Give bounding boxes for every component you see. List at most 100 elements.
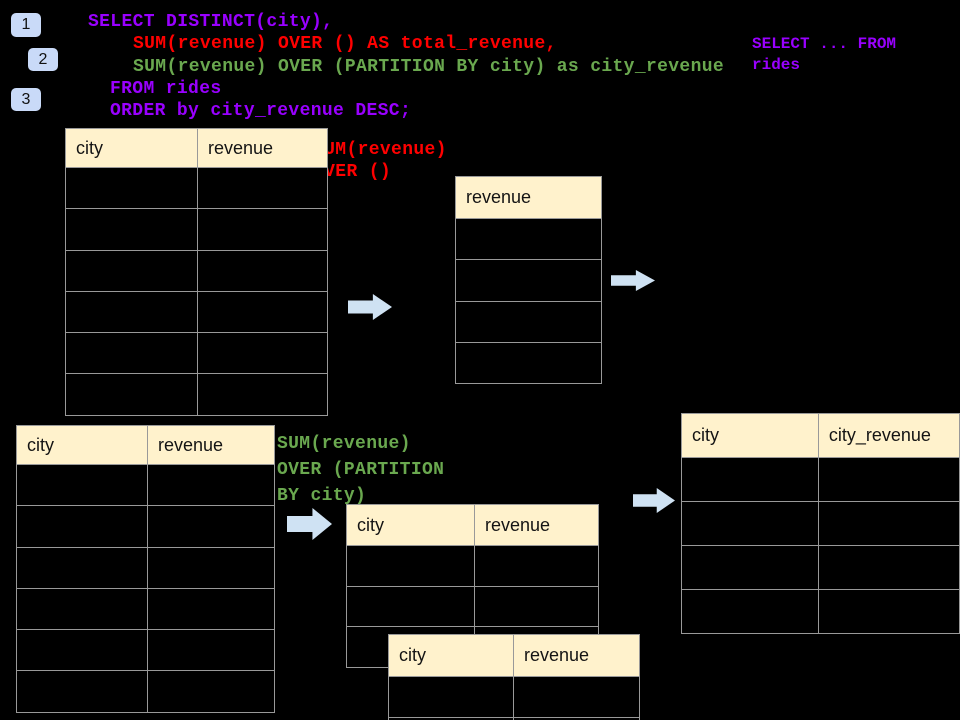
annotation-line: BY city) — [277, 486, 367, 506]
column-header: city — [681, 413, 819, 458]
table-row — [346, 545, 599, 587]
empty-cell — [65, 332, 198, 375]
right-arrow-icon — [611, 270, 655, 291]
column-header: city_revenue — [817, 413, 960, 458]
step-badge-2: 2 — [28, 48, 58, 71]
empty-cell — [681, 501, 819, 546]
empty-cell — [16, 670, 148, 713]
total-revenue-annotation: SUM(revenue) OVER () — [313, 139, 447, 183]
data-table: revenue — [455, 176, 602, 385]
empty-cell — [65, 373, 198, 416]
sql-line-from: FROM rides — [110, 79, 222, 99]
from-rides-note: SELECT ... FROM rides — [752, 34, 896, 76]
annotation-line: SUM(revenue) — [313, 140, 447, 160]
empty-cell — [513, 676, 640, 718]
right-arrow-icon — [287, 508, 332, 540]
empty-cell — [197, 166, 328, 210]
empty-cell — [817, 501, 960, 546]
empty-cell — [817, 545, 960, 590]
empty-cell — [346, 585, 475, 628]
note-line: rides — [752, 56, 801, 74]
table-row — [681, 501, 960, 546]
table-row — [16, 629, 275, 672]
empty-cell — [65, 249, 198, 292]
empty-cell — [455, 217, 602, 261]
table-row — [388, 676, 640, 718]
table-row — [16, 670, 275, 713]
column-header: revenue — [147, 425, 275, 465]
table-row — [65, 332, 328, 375]
empty-cell — [16, 629, 148, 672]
empty-cell — [147, 505, 275, 548]
table-row — [16, 546, 275, 589]
column-header: revenue — [455, 176, 602, 219]
column-header: city — [65, 128, 198, 168]
empty-cell — [147, 463, 275, 507]
right-arrow-icon — [348, 294, 392, 320]
empty-cell — [681, 545, 819, 590]
table-row — [455, 300, 602, 343]
step-badge-1: 1 — [11, 13, 41, 37]
table-row — [65, 208, 328, 251]
annotation-line: OVER (PARTITION — [277, 460, 445, 480]
sql-line-total-revenue: SUM(revenue) OVER () AS total_revenue, — [133, 34, 557, 54]
empty-cell — [197, 290, 328, 334]
annotation-line: SUM(revenue) — [277, 434, 411, 454]
empty-cell — [681, 589, 819, 634]
table-total-result: revenue — [455, 176, 602, 385]
column-header: city — [16, 425, 148, 465]
empty-cell — [16, 505, 148, 548]
table-row — [681, 545, 960, 590]
empty-cell — [147, 670, 275, 713]
header-row: revenue — [455, 176, 602, 219]
empty-cell — [455, 300, 602, 343]
table-row — [65, 290, 328, 334]
column-header: city — [346, 504, 475, 546]
table-row — [65, 249, 328, 292]
empty-cell — [197, 249, 328, 292]
empty-cell — [16, 463, 148, 507]
empty-cell — [65, 290, 198, 334]
table-row — [455, 217, 602, 261]
table-row — [16, 463, 275, 507]
sql-line-city-revenue: SUM(revenue) OVER (PARTITION BY city) as… — [133, 57, 725, 77]
empty-cell — [147, 546, 275, 589]
empty-cell — [197, 332, 328, 375]
table-row — [388, 717, 640, 720]
column-header: revenue — [513, 634, 640, 677]
table-row — [65, 373, 328, 416]
table-row — [681, 589, 960, 634]
empty-cell — [346, 545, 475, 587]
empty-cell — [474, 585, 599, 628]
table-row — [65, 166, 328, 210]
column-header: revenue — [197, 128, 328, 168]
empty-cell — [197, 208, 328, 251]
empty-cell — [16, 546, 148, 589]
empty-cell — [681, 457, 819, 502]
empty-cell — [65, 166, 198, 210]
empty-cell — [817, 589, 960, 634]
empty-cell — [455, 259, 602, 302]
empty-cell — [474, 545, 599, 587]
sql-line-order-by: ORDER by city_revenue DESC; — [110, 101, 412, 121]
empty-cell — [197, 373, 328, 416]
empty-cell — [147, 587, 275, 631]
note-line: SELECT ... FROM — [752, 35, 897, 53]
step-badge-3: 3 — [11, 88, 41, 111]
empty-cell — [16, 587, 148, 631]
table-row — [16, 587, 275, 631]
empty-cell — [388, 676, 514, 718]
